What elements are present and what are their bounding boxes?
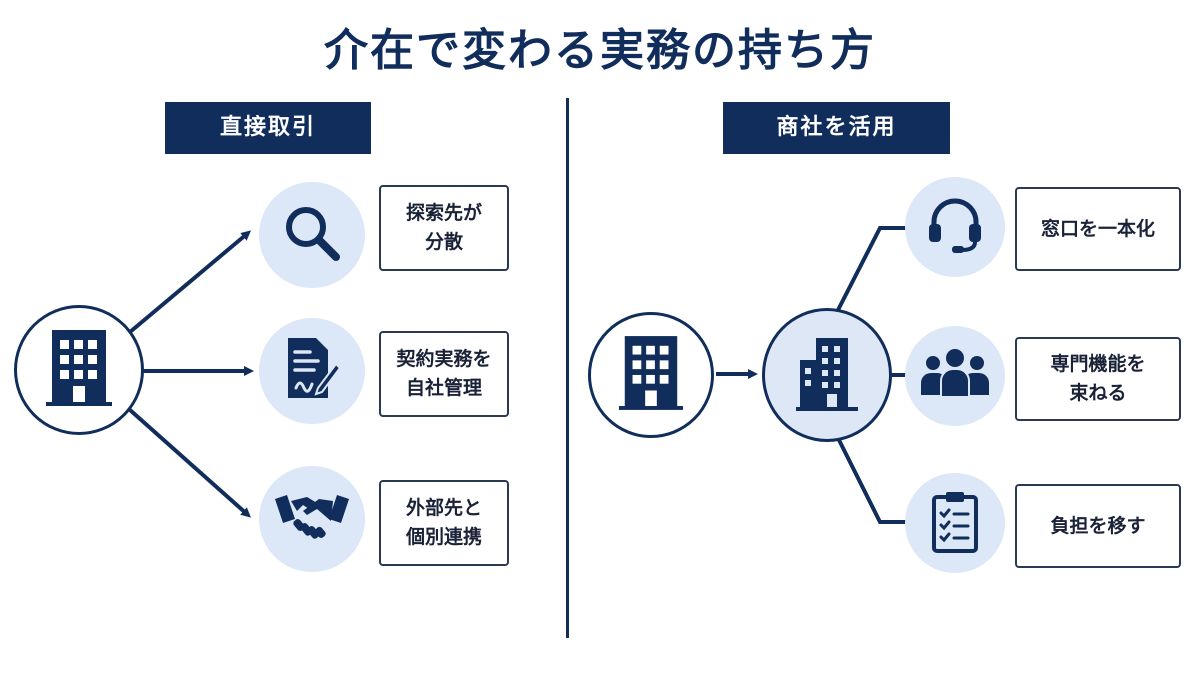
- box-contract-self-managed: 契約実務を自社管理: [379, 331, 509, 417]
- center-divider: [566, 98, 569, 638]
- team-icon-circle: [905, 326, 1005, 426]
- magnifier-icon: [280, 201, 344, 269]
- clipboard-checklist-icon: [930, 489, 980, 557]
- box-search-scattered: 探索先が分散: [379, 185, 509, 271]
- search-icon-circle: [259, 182, 365, 288]
- handshake-icon: [273, 489, 351, 549]
- own-company-circle: [14, 305, 144, 435]
- page-title: 介在で変わる実務の持ち方: [324, 25, 876, 76]
- box-shift-burden: 負担を移す: [1015, 484, 1181, 568]
- box-individual-coordination: 外部先と個別連携: [379, 480, 509, 566]
- arrow-to-handshake: [128, 408, 251, 518]
- team-icon: [919, 347, 991, 405]
- branch-to-headset: [836, 226, 906, 311]
- branch-to-clipboard: [836, 437, 906, 524]
- box-single-window: 窓口を一本化: [1015, 187, 1181, 271]
- box-bundle-expertise: 専門機能を束ねる: [1015, 337, 1181, 421]
- section-label-trading-company: 商社を活用: [723, 102, 950, 154]
- building-icon: [617, 334, 685, 416]
- headset-icon: [924, 194, 986, 260]
- own-company-circle-right: [588, 312, 714, 438]
- arrow-to-search: [128, 230, 252, 334]
- headset-icon-circle: [905, 177, 1005, 277]
- clipboard-icon-circle: [905, 473, 1005, 573]
- document-signature-icon: [282, 336, 342, 406]
- building-icon: [44, 328, 114, 412]
- section-label-direct: 直接取引: [165, 102, 371, 154]
- contract-icon-circle: [259, 318, 365, 424]
- office-tower-icon: [794, 334, 860, 416]
- trading-company-circle: [762, 308, 892, 442]
- handshake-icon-circle: [259, 466, 365, 572]
